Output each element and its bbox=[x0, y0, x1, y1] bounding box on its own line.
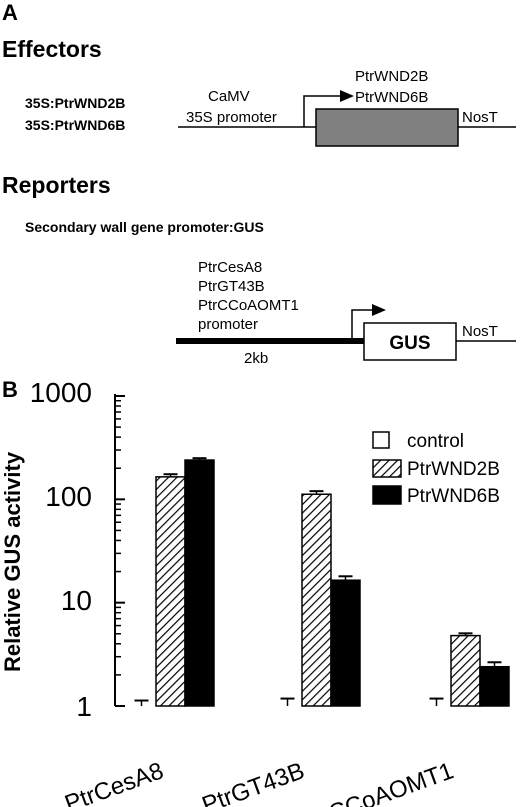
x-tick-label: PtrCCoAOMT1 bbox=[296, 757, 457, 807]
reporter-gus-box bbox=[363, 322, 457, 361]
bar-wnd6b bbox=[479, 665, 510, 707]
effector-construct bbox=[178, 90, 516, 147]
bar-wnd2b bbox=[155, 476, 186, 707]
legend-swatch-wnd2b bbox=[372, 459, 402, 478]
promoter-length-label: 2kb bbox=[244, 350, 268, 367]
legend-swatch-wnd6b bbox=[372, 485, 402, 505]
legend-label-wnd2b: PtrWND2B bbox=[407, 459, 500, 480]
reporter-promoter-arrow bbox=[351, 309, 372, 341]
x-tick-label: PtrCesA8 bbox=[61, 757, 167, 807]
legend-label-wnd6b: PtrWND6B bbox=[407, 486, 500, 507]
y-tick-label-100: 100 bbox=[45, 481, 92, 512]
reporter-promoter-line-1: PtrCesA8 bbox=[198, 259, 262, 276]
effectors-heading: Effectors bbox=[2, 36, 102, 62]
effector-terminator-label: NosT bbox=[462, 109, 498, 126]
reporter-gene-label: GUS bbox=[389, 333, 430, 354]
y-tick-label-10: 10 bbox=[61, 585, 92, 616]
y-tick-label-1000: 1000 bbox=[30, 377, 92, 408]
gene-label-wnd2b: PtrWND2B bbox=[355, 68, 428, 85]
reporters-heading: Reporters bbox=[2, 172, 111, 198]
promoter-label-line2: 35S promoter bbox=[186, 109, 277, 126]
chart-legend: control PtrWND2B PtrWND6B bbox=[372, 431, 500, 507]
y-tick-label-1: 1 bbox=[76, 691, 92, 722]
reporter-subtitle: Secondary wall gene promoter:GUS bbox=[25, 219, 264, 235]
chart-bars bbox=[134, 457, 510, 707]
bar-wnd6b bbox=[330, 579, 361, 707]
panel-b-label: B bbox=[2, 377, 18, 402]
bar-wnd2b bbox=[450, 634, 481, 707]
gene-label-wnd6b: PtrWND6B bbox=[355, 89, 428, 106]
bar-wnd6b bbox=[184, 459, 215, 707]
bar-wnd2b bbox=[301, 493, 332, 707]
reporter-promoter-line-3: PtrCCoAOMT1 bbox=[198, 297, 299, 314]
effector-coding-box bbox=[315, 108, 459, 147]
y-axis-title: Relative GUS activity bbox=[0, 451, 25, 672]
effector-promoter-arrow bbox=[303, 95, 340, 127]
effector-name-wnd6b: 35S:PtrWND6B bbox=[25, 117, 125, 133]
reporter-arrow-head bbox=[372, 304, 386, 316]
x-tick-label: PtrGT43B bbox=[199, 757, 309, 807]
legend-label-control: control bbox=[407, 431, 464, 452]
panel-a-label: A bbox=[2, 0, 18, 25]
reporter-promoter-line-4: promoter bbox=[198, 316, 258, 333]
promoter-label-line1: CaMV bbox=[208, 88, 250, 105]
reporter-terminator-label: NosT bbox=[462, 323, 498, 340]
effector-arrow-head bbox=[340, 90, 354, 102]
reporter-construct bbox=[176, 304, 516, 361]
reporter-promoter-line-2: PtrGT43B bbox=[198, 278, 265, 295]
chart-axes bbox=[114, 394, 125, 707]
effector-name-wnd2b: 35S:PtrWND2B bbox=[25, 95, 125, 111]
legend-swatch-control bbox=[372, 431, 390, 449]
